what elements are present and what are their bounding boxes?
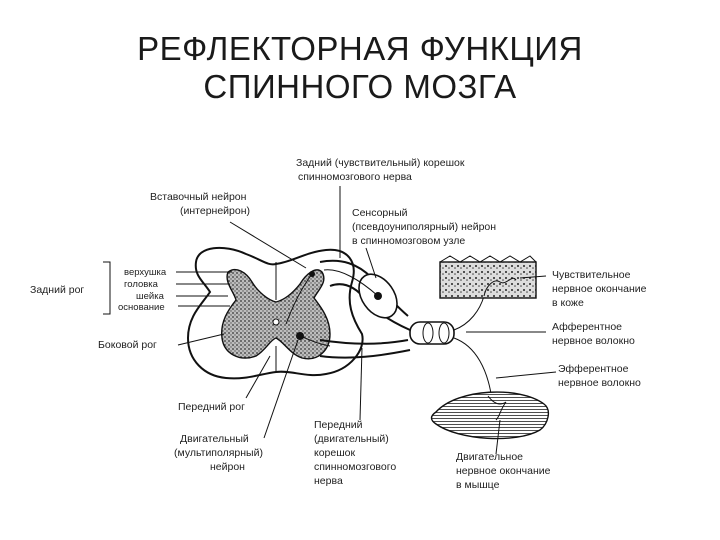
label-efferent-fiber: Эфферентное нервное волокно — [558, 363, 641, 389]
title-line-2: СПИННОГО МОЗГА — [203, 68, 517, 105]
efferent-fiber — [453, 337, 493, 401]
skin-block — [439, 255, 537, 299]
spinal-nerve — [409, 321, 455, 345]
label-sensory-ending: Чувствительное нервное окончание в коже — [552, 269, 649, 309]
label-ventral-root: Передний (двигательный) корешок спинномо… — [314, 419, 399, 487]
spinal-cord — [186, 246, 364, 380]
label-afferent-fiber: Афферентное нервное волокно — [552, 321, 635, 347]
label-lateral-horn: Боковой рог — [98, 339, 157, 351]
label-motor-neuron: Двигательный (мультиполярный) нейрон — [174, 433, 266, 473]
interneuron-cell — [285, 273, 313, 325]
title-line-1: РЕФЛЕКТОРНАЯ ФУНКЦИЯ — [137, 30, 583, 67]
label-posterior-horn: Задний рог — [30, 284, 84, 296]
central-canal — [272, 318, 280, 326]
pointer-lines — [103, 186, 557, 455]
label-dorsal-root: Задний (чувствительный) корешок спинномо… — [296, 157, 467, 183]
label-sensory-neuron: Сенсорный (псевдоуниполярный) нейрон в с… — [352, 207, 499, 247]
ventral-root — [319, 339, 411, 359]
label-horn-parts: верхушка головка шейка основание — [118, 267, 169, 313]
dorsal-root — [319, 259, 411, 331]
label-motor-ending: Двигательное нервное окончание в мышце — [456, 451, 553, 491]
muscle — [430, 391, 550, 440]
label-anterior-horn: Передний рог — [178, 401, 245, 413]
label-interneuron: Вставочный нейрон (интернейрон) — [150, 191, 250, 217]
afferent-fiber — [453, 295, 485, 331]
